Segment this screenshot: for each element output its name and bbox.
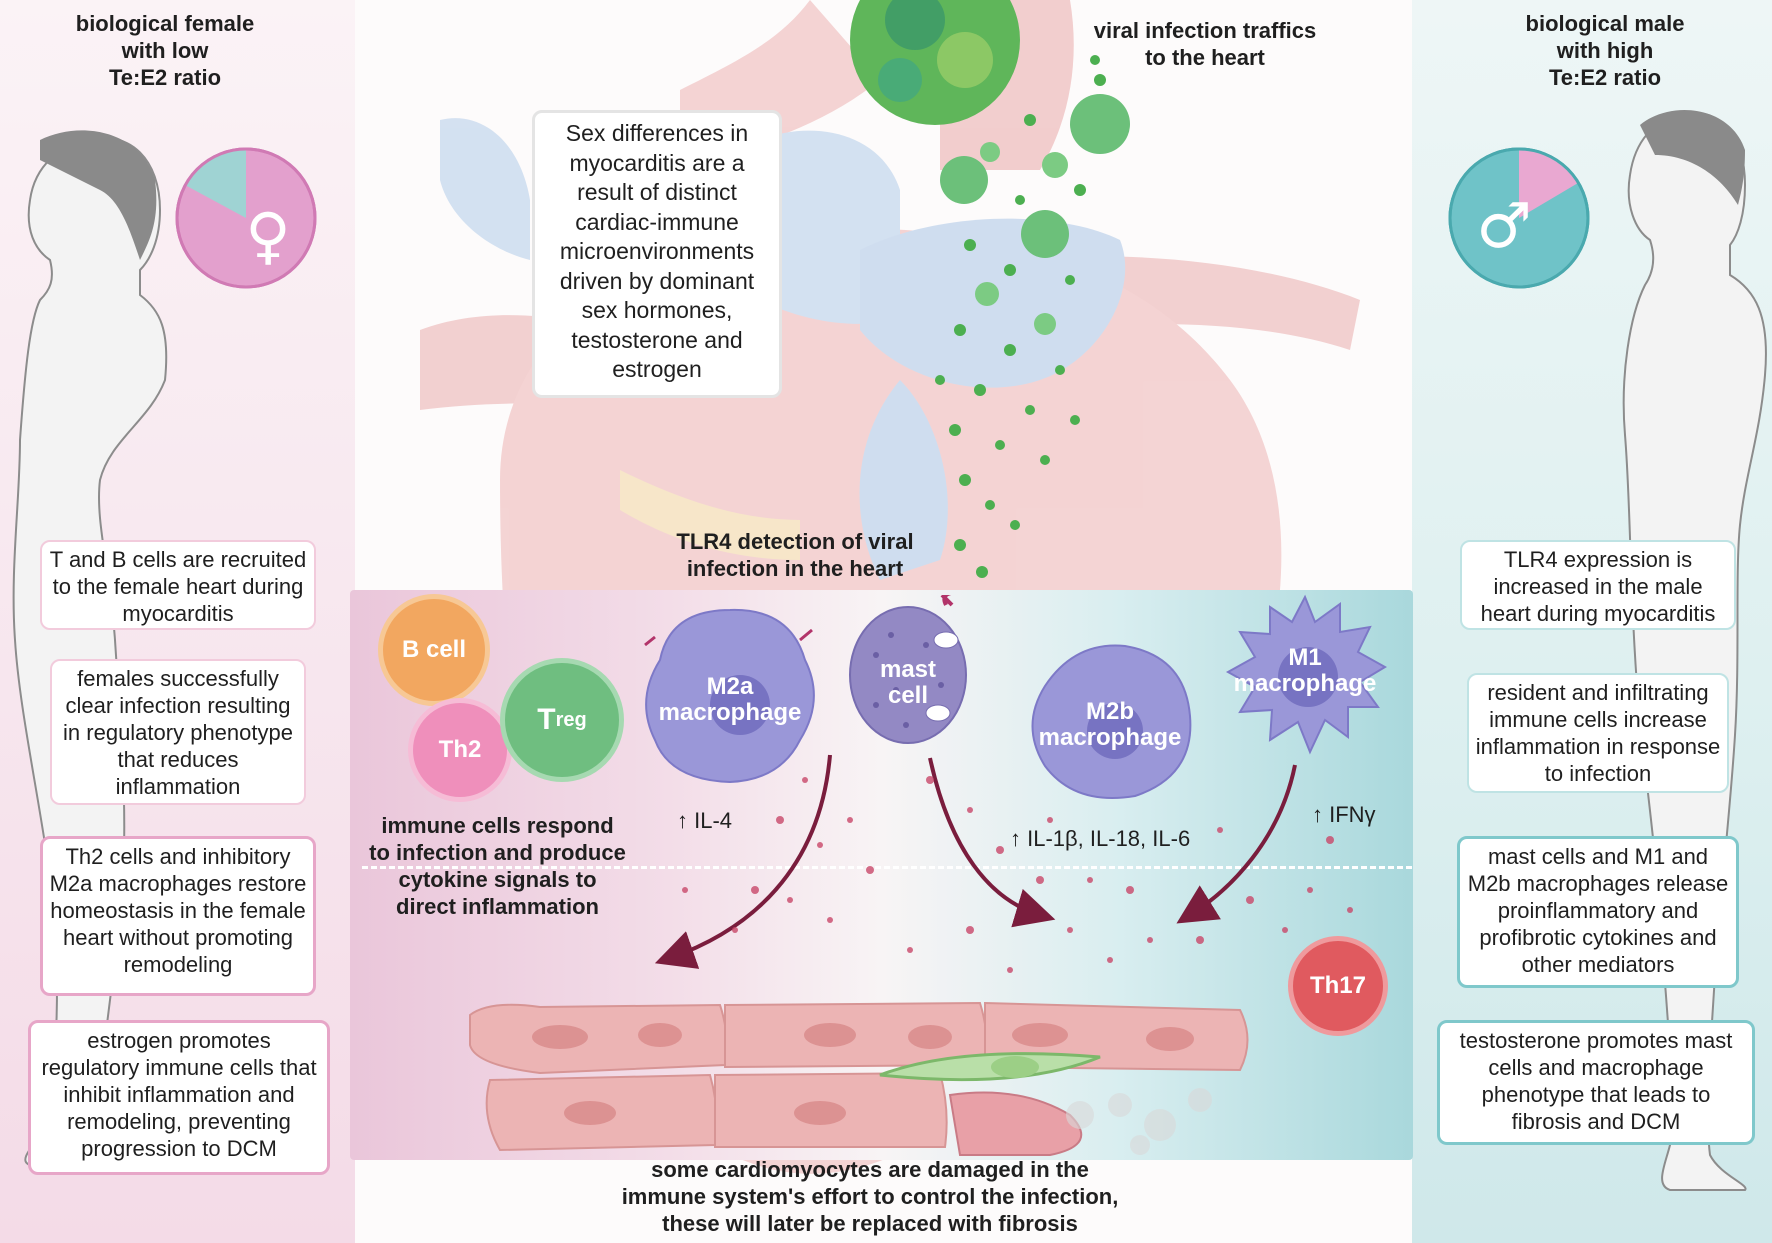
- il1b-il18-il6-label: ↑ IL-1β, IL-18, IL-6: [1010, 826, 1191, 851]
- male-box-3: mast cells and M1 and M2b macrophages re…: [1457, 836, 1739, 988]
- male-box-4: testosterone promotes mast cells and mac…: [1437, 1020, 1755, 1145]
- dashed-divider: [362, 866, 1412, 869]
- male-ratio-pie: ♂: [1448, 147, 1590, 289]
- cardiomyocyte-tissue: [469, 1001, 1249, 1156]
- tlr4-label: TLR4 detection of viral infection in the…: [655, 528, 935, 582]
- immune-label-line-2: to infection and produce: [369, 840, 626, 865]
- female-heading-line-2: with low: [121, 38, 209, 63]
- virus-label: viral infection traffics to the heart: [1080, 17, 1330, 71]
- immune-label-line-3: cytokine signals to: [398, 867, 597, 892]
- summary-box: Sex differences in myocarditis are a res…: [532, 110, 782, 398]
- m1-macrophage-shape: [1225, 594, 1387, 755]
- m2b-macrophage-shape: [1031, 644, 1192, 799]
- immune-response-label: immune cells respond to infection and pr…: [365, 812, 630, 920]
- ifng-label: ↑ IFNγ: [1312, 802, 1376, 827]
- immune-label-line-4: direct inflammation: [396, 894, 599, 919]
- cytokine-arrows: [654, 754, 1353, 973]
- female-box-1: T and B cells are recruited to the femal…: [40, 540, 316, 630]
- treg-label: T: [537, 703, 556, 736]
- male-box-2: resident and infiltrating immune cells i…: [1467, 673, 1729, 793]
- m2a-label-2: macrophage: [658, 699, 802, 726]
- th17-cell: Th17: [1288, 936, 1388, 1036]
- th2-cell: Th2: [408, 698, 512, 802]
- male-symbol-icon: ♂: [1476, 189, 1532, 262]
- male-silhouette: [1622, 110, 1767, 1191]
- virus-label-line-2: to the heart: [1145, 45, 1265, 70]
- male-box-1: TLR4 expression is increased in the male…: [1460, 540, 1736, 630]
- male-heading: biological male with high Te:E2 ratio: [1480, 10, 1730, 91]
- m2a-macrophage-shape: [644, 608, 815, 784]
- m2b-label-2: macrophage: [1038, 724, 1182, 751]
- virus-particles: [850, 0, 1130, 578]
- m1-label-2: macrophage: [1233, 670, 1377, 697]
- b-cell: B cell: [378, 594, 490, 706]
- tlr4-label-line-1: TLR4 detection of viral: [676, 529, 914, 554]
- male-heading-line-2: with high: [1556, 38, 1654, 63]
- male-heading-line-3: Te:E2 ratio: [1548, 65, 1662, 90]
- fibrosis-label-line-2: immune system's effort to control the in…: [621, 1184, 1119, 1209]
- mast-label-1: mast: [879, 656, 937, 683]
- female-ratio-pie: ♀: [175, 147, 317, 289]
- mast-label-2: cell: [887, 682, 929, 709]
- treg-subscript: reg: [555, 709, 587, 731]
- virus-label-line-1: viral infection traffics: [1093, 18, 1317, 43]
- female-box-4: estrogen promotes regulatory immune cell…: [28, 1020, 330, 1175]
- female-box-2: females successfully clear infection res…: [50, 659, 306, 805]
- female-symbol-icon: ♀: [245, 199, 290, 272]
- female-heading-line-3: Te:E2 ratio: [108, 65, 222, 90]
- fibrosis-label: some cardiomyocytes are damaged in the i…: [560, 1156, 1180, 1237]
- mast-cell-shape: [849, 595, 967, 744]
- immune-label-line-1: immune cells respond: [381, 813, 614, 838]
- il4-label: ↑ IL-4: [677, 808, 733, 833]
- m2b-label-1: M2b: [1086, 698, 1134, 725]
- female-heading: biological female with low Te:E2 ratio: [40, 10, 290, 91]
- fibrosis-label-line-1: some cardiomyocytes are damaged in the: [651, 1157, 1089, 1182]
- fibrosis-label-line-3: these will later be replaced with fibros…: [662, 1211, 1078, 1236]
- female-box-3: Th2 cells and inhibitory M2a macrophages…: [40, 836, 316, 996]
- m2a-label-1: M2a: [706, 673, 754, 700]
- tlr4-label-line-2: infection in the heart: [686, 556, 904, 581]
- male-heading-line-1: biological male: [1525, 11, 1685, 36]
- female-heading-line-1: biological female: [75, 11, 255, 36]
- m1-label-1: M1: [1288, 644, 1322, 671]
